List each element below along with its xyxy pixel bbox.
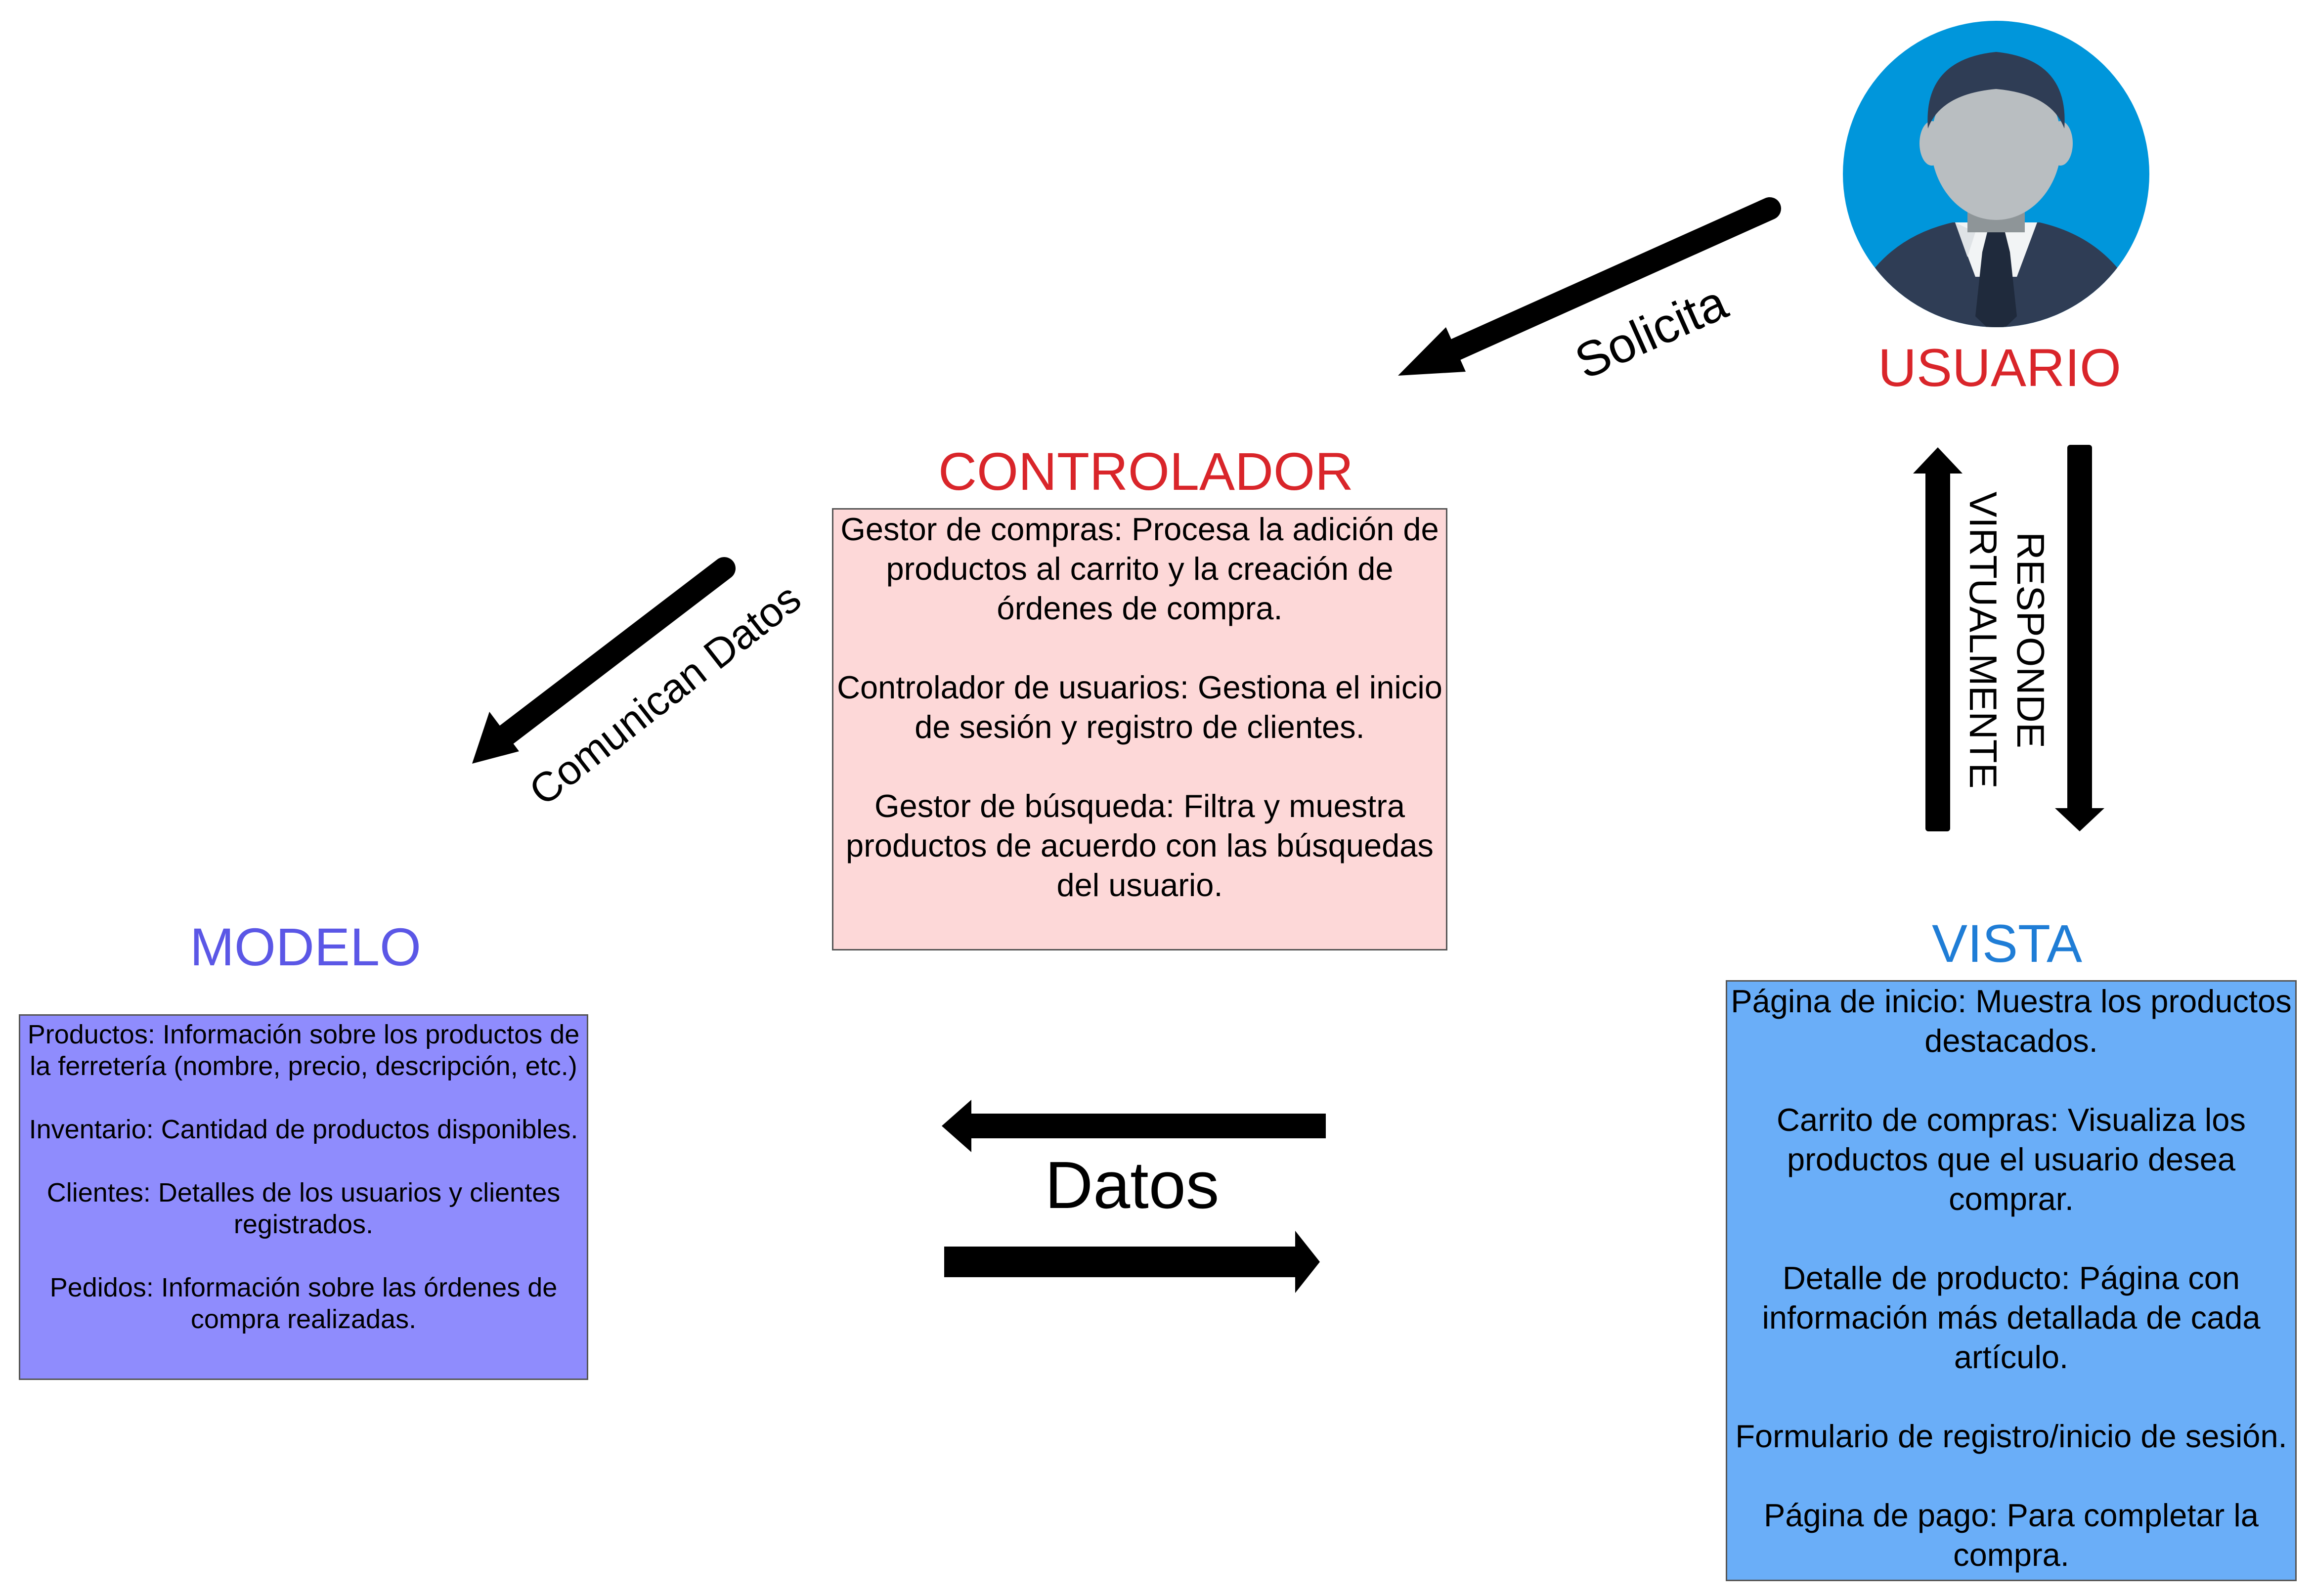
controller-item: Gestor de compras: Procesa la adición de… — [840, 511, 1439, 626]
responde-label-line2: VIRTUALMENTE — [1962, 491, 2005, 789]
controller-item: Controlador de usuarios: Gestiona el ini… — [837, 669, 1442, 745]
controller-title: CONTROLADOR — [938, 441, 1354, 501]
responde-label-line1: RESPONDE — [2009, 532, 2052, 748]
view-item: Página de pago: Para completar la compra… — [1764, 1497, 2259, 1573]
user-to-view-arrow — [2055, 445, 2104, 831]
view-title: VISTA — [1931, 913, 2083, 973]
user-avatar-icon — [1843, 21, 2149, 327]
controller-box: Gestor de compras: Procesa la adición de… — [832, 508, 1447, 950]
datos-left-arrow — [942, 1100, 1326, 1152]
model-title: MODELO — [189, 917, 422, 977]
model-item: Pedidos: Información sobre las órdenes d… — [49, 1273, 558, 1334]
controller-item: Gestor de búsqueda: Filtra y muestra pro… — [846, 788, 1434, 903]
datos-label: Datos — [1045, 1148, 1220, 1222]
model-box: Productos: Información sobre los product… — [19, 1014, 588, 1380]
responde-virtualmente-label: RESPONDE VIRTUALMENTE — [1960, 492, 2054, 789]
view-item: Formulario de registro/inicio de sesión. — [1735, 1418, 2287, 1454]
view-to-user-arrow — [1913, 447, 1963, 831]
datos-right-arrow — [944, 1231, 1320, 1293]
view-item: Página de inicio: Muestra los productos … — [1731, 983, 2292, 1059]
view-box: Página de inicio: Muestra los productos … — [1726, 980, 2297, 1581]
comunican-datos-arrow — [472, 557, 736, 764]
view-item: Carrito de compras: Visualiza los produc… — [1777, 1102, 2246, 1217]
view-item: Detalle de producto: Página con informac… — [1762, 1260, 2261, 1375]
model-item: Inventario: Cantidad de productos dispon… — [29, 1115, 578, 1144]
model-item: Productos: Información sobre los product… — [27, 1020, 580, 1081]
model-item: Clientes: Detalles de los usuarios y cli… — [46, 1178, 561, 1239]
user-title: USUARIO — [1877, 338, 2122, 397]
solicita-arrow — [1398, 197, 1781, 376]
